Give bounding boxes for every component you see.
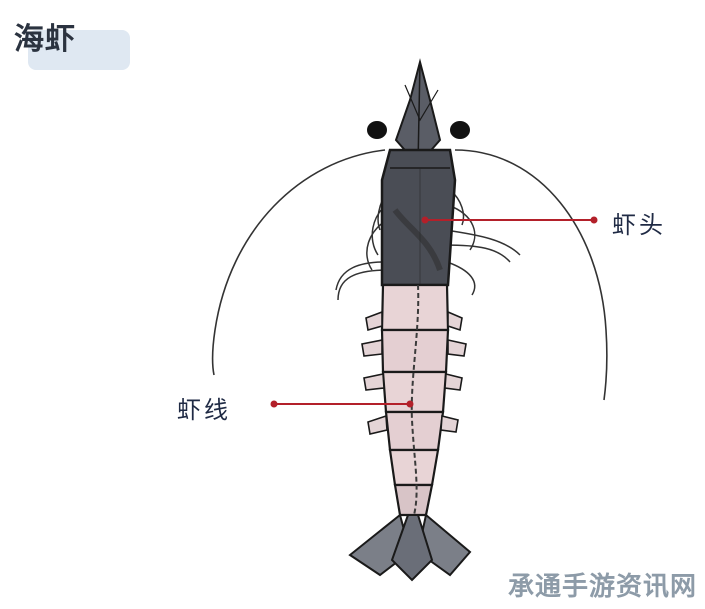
vein-pointer-dot-label [270,400,278,408]
pleopods [361,310,467,435]
tail-fan [348,513,472,582]
head-shell [380,148,457,287]
right-legs [444,189,521,296]
vein-pointer-dot-shrimp [406,400,414,408]
left-eye [367,121,387,139]
body-segments [380,283,450,517]
left-antenna [211,149,386,376]
diagram-title: 海虾 [14,22,76,57]
head-pointer-dot-shrimp [421,216,429,224]
right-eye [450,121,470,139]
right-antenna [454,149,608,401]
watermark: 承通手游资讯网 [507,572,697,602]
title-background [28,30,130,70]
label-head: 虾头 [612,211,666,239]
vein-line [410,284,420,516]
head-pointer-dot-label [590,216,598,224]
label-vein: 虾线 [177,396,231,424]
